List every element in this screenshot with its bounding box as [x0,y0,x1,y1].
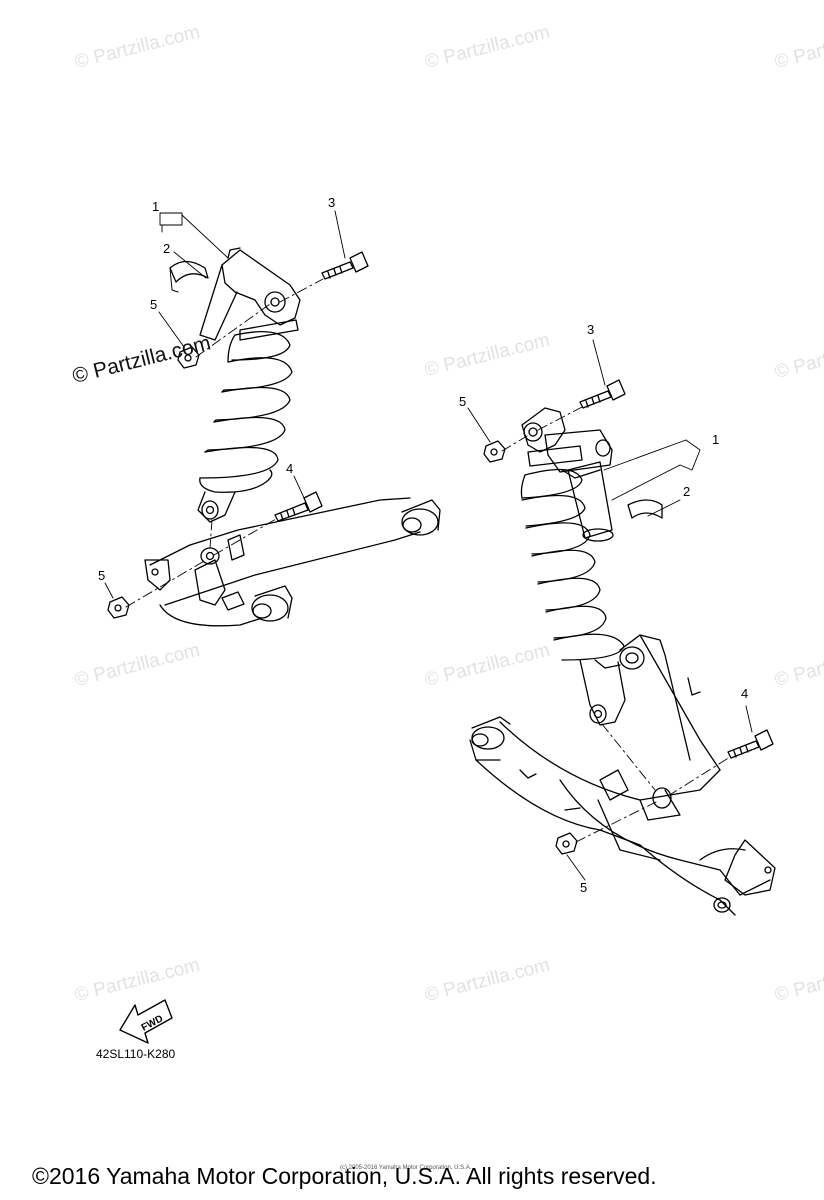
callout-left-2: 2 [163,241,171,256]
left-shock-absorber [197,247,301,523]
left-upper-nut [177,346,200,369]
fwd-label: FWD [140,1013,165,1033]
fwd-arrow-icon [119,999,173,1044]
callout-right-4: 4 [741,686,749,701]
callout-right-5a: 5 [459,394,467,409]
left-clip [169,260,209,283]
left-upper-bolt [321,251,369,280]
callout-left-4: 4 [286,461,294,476]
right-upper-bolt [579,379,626,409]
right-lower-bolt [727,729,774,759]
copyright-notice: ©2016 Yamaha Motor Corporation, U.S.A. A… [32,1163,657,1189]
copyright-small-print: (c) 2005-2016 Yamaha Motor Corporation, … [340,1165,472,1171]
left-lower-nut [107,596,130,619]
callout-left-3: 3 [328,195,336,210]
callout-left-5b: 5 [98,568,106,583]
callout-right-1: 1 [712,432,720,447]
callout-right-3: 3 [587,322,595,337]
right-upper-nut [483,440,506,463]
diagram-code: 42SL110-K280 [96,1047,176,1061]
right-swing-arm [469,634,776,916]
left-swing-arm [144,497,441,627]
callout-left-5a: 5 [150,297,158,312]
left-lower-bolt [274,491,323,522]
right-lower-nut [555,832,578,855]
right-shock-absorber [520,407,626,726]
right-clip [627,499,663,519]
callout-right-2: 2 [683,484,691,499]
callout-left-1: 1 [152,199,160,214]
callout-right-5b: 5 [580,880,588,895]
